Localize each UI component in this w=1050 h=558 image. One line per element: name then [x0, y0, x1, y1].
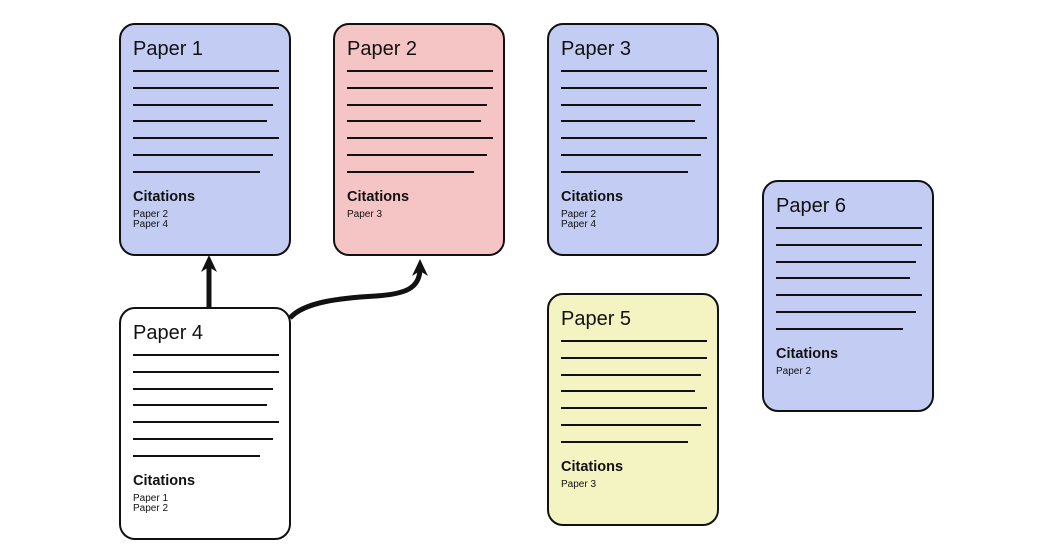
citation-item: Paper 1: [133, 492, 169, 504]
paper-card-3: Paper 3 Citations Paper 2 Paper 4: [547, 23, 719, 256]
paper-title: Paper 3: [561, 38, 632, 60]
citations-heading: Citations: [561, 458, 624, 475]
citations-list: Paper 2 Paper 4: [561, 208, 705, 231]
text-lines-placeholder: [133, 354, 279, 457]
citation-item: Paper 4: [561, 219, 597, 231]
citations-list: Paper 2 Paper 4: [133, 208, 277, 231]
citations-list: Paper 2: [776, 365, 920, 378]
citations-list: Paper 3: [347, 208, 491, 221]
paper-card-5: Paper 5 Citations Paper 3: [547, 293, 719, 526]
citation-item: Paper 2: [776, 365, 812, 377]
citations-heading: Citations: [347, 188, 410, 205]
paper-card-4: Paper 4 Citations Paper 1 Paper 2: [119, 307, 291, 540]
text-lines-placeholder: [347, 70, 493, 173]
paper-title: Paper 5: [561, 308, 632, 330]
text-lines-placeholder: [561, 340, 707, 443]
paper-title: Paper 4: [133, 322, 204, 344]
paper-title: Paper 2: [347, 38, 418, 60]
citation-item: Paper 3: [561, 478, 597, 490]
text-lines-placeholder: [133, 70, 279, 173]
citations-list: Paper 3: [561, 478, 705, 491]
citations-heading: Citations: [776, 345, 839, 362]
citations-heading: Citations: [133, 472, 196, 489]
paper-card-2: Paper 2 Citations Paper 3: [333, 23, 505, 256]
citation-item: Paper 2: [133, 208, 169, 220]
text-lines-placeholder: [561, 70, 707, 173]
arrow-paper4-to-paper1: [201, 255, 217, 307]
citation-item: Paper 2: [133, 503, 169, 515]
citation-item: Paper 3: [347, 208, 383, 220]
citations-heading: Citations: [133, 188, 196, 205]
paper-card-6: Paper 6 Citations Paper 2: [762, 180, 934, 412]
paper-title: Paper 1: [133, 38, 204, 60]
citation-item: Paper 4: [133, 219, 169, 231]
citations-list: Paper 1 Paper 2: [133, 492, 277, 515]
paper-title: Paper 6: [776, 195, 847, 217]
arrow-paper4-to-paper2: [288, 259, 428, 320]
text-lines-placeholder: [776, 227, 922, 330]
citation-item: Paper 2: [561, 208, 597, 220]
paper-card-1: Paper 1 Citations Paper 2 Paper 4: [119, 23, 291, 256]
citations-heading: Citations: [561, 188, 624, 205]
